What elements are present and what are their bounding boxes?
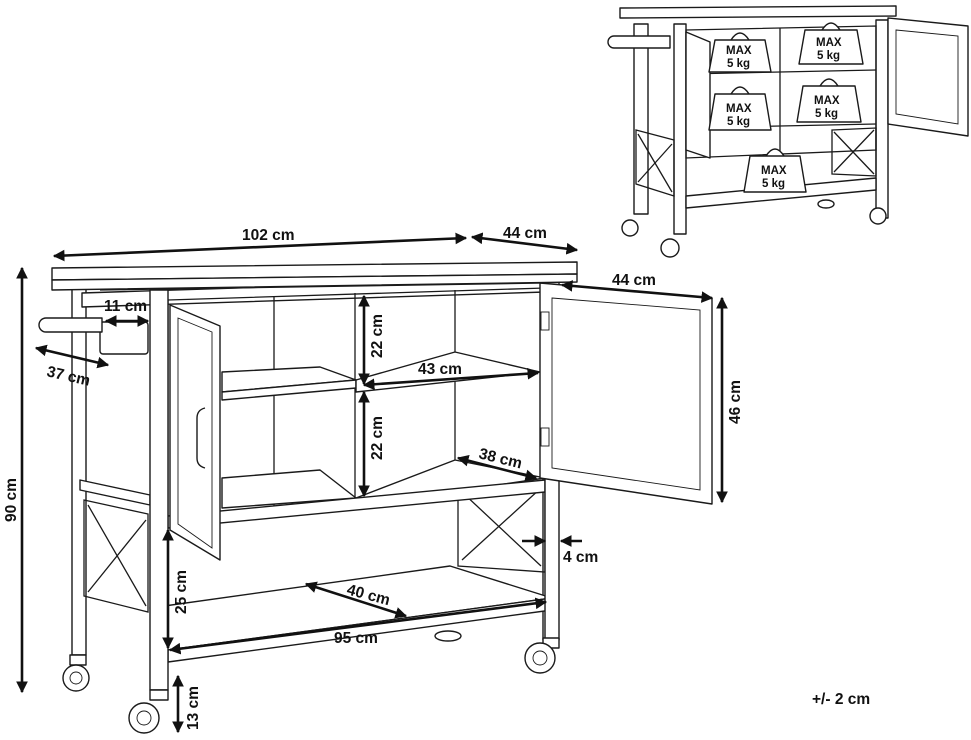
inset-top	[619, 5, 897, 19]
label-frame-thickness: 4 cm	[563, 549, 598, 566]
left-door	[169, 304, 221, 561]
inset-towel-bar	[607, 35, 671, 49]
towel-bar-bracket	[99, 321, 149, 355]
dimension-lines	[16, 232, 728, 734]
upper-hinge	[540, 311, 550, 331]
right-cross-brace-b	[461, 487, 542, 561]
inset-wheel-front-right	[869, 207, 887, 225]
left-side-panel	[83, 499, 149, 613]
inset-left-x-panel	[635, 129, 675, 197]
front-left-leg	[149, 289, 169, 691]
label-bottom-shelf-height: 25 cm	[173, 570, 190, 614]
right-cross-brace-a	[461, 491, 542, 567]
dim-line-top-width	[52, 232, 468, 262]
inset-right-door-panel	[895, 29, 959, 125]
weight-upper-left-kg: 5 kg	[727, 58, 750, 70]
dim-line-door-width	[560, 280, 714, 303]
weight-bottom-kg: 5 kg	[762, 178, 785, 190]
dim-line-towel-length	[34, 344, 110, 369]
inset-left-door	[685, 31, 711, 159]
wheel-front-left	[128, 689, 169, 734]
label-tolerance: +/- 2 cm	[812, 691, 870, 708]
inset-shelf-upper	[685, 69, 877, 75]
wheel-back-right	[434, 630, 462, 642]
left-door-panel	[177, 317, 213, 549]
inset-back-left-leg	[633, 23, 649, 215]
label-towel-gap: 11 cm	[104, 298, 147, 315]
right-door-panel	[551, 297, 701, 491]
inset-front-right-leg	[875, 19, 889, 219]
lower-hinge	[540, 427, 550, 447]
label-wheel-height: 13 cm	[185, 686, 202, 730]
weight-upper-left: MAX 5 kg	[708, 32, 772, 73]
weight-middle-right-max: MAX	[814, 95, 840, 107]
dim-line-shelf-width	[362, 367, 540, 391]
weight-upper-right-max: MAX	[816, 37, 842, 49]
dim-line-top-depth	[470, 232, 579, 255]
inset-wheel-front-left	[660, 238, 680, 258]
inset-wheel-back-right	[817, 199, 835, 209]
weight-middle-left: MAX 5 kg	[708, 86, 772, 131]
inset-front-left-leg	[673, 23, 687, 235]
inset-wheel-back-left	[621, 219, 639, 237]
left-cross-brace-b	[87, 519, 147, 593]
back-left-leg	[71, 284, 87, 656]
top-underside	[99, 282, 546, 291]
label-shelf-width: 43 cm	[418, 361, 462, 378]
weight-bottom: MAX 5 kg	[743, 148, 807, 193]
label-door-height: 46 cm	[727, 380, 744, 424]
label-door-width: 44 cm	[612, 272, 656, 289]
dim-line-shelf-depth	[456, 454, 538, 482]
weight-upper-right-kg: 5 kg	[817, 50, 840, 62]
weight-upper-right: MAX 5 kg	[798, 22, 864, 65]
label-top-width: 102 cm	[242, 227, 295, 244]
load-capacity-inset: MAX 5 kg MAX 5 kg MAX 5 kg MAX 5 kg MAX …	[607, 5, 969, 258]
inset-x-b	[833, 129, 875, 173]
label-lower-shelf: 22 cm	[369, 416, 386, 460]
weight-bottom-max: MAX	[761, 165, 787, 177]
dim-line-bottom-shelf-width	[168, 597, 548, 655]
label-upper-shelf: 22 cm	[369, 314, 386, 358]
label-total-height: 90 cm	[3, 478, 20, 522]
inset-x-d	[637, 143, 673, 183]
label-top-depth: 44 cm	[503, 225, 547, 242]
weight-middle-right: MAX 5 kg	[796, 78, 862, 123]
wheel-back-left	[62, 654, 90, 692]
weight-middle-left-kg: 5 kg	[727, 116, 750, 128]
weight-upper-left-max: MAX	[726, 45, 752, 57]
door-handle	[196, 407, 206, 469]
inset-right-x-panel	[831, 127, 877, 177]
weight-middle-left-max: MAX	[726, 103, 752, 115]
inset-bottom-shelf	[685, 177, 877, 209]
inset-x-a	[833, 131, 875, 175]
inset-right-door	[887, 17, 969, 137]
weight-middle-right-kg: 5 kg	[815, 108, 838, 120]
right-door	[539, 282, 713, 505]
towel-bar	[38, 317, 103, 333]
label-bottom-shelf-width: 95 cm	[334, 630, 378, 647]
wheel-front-right	[524, 637, 560, 674]
